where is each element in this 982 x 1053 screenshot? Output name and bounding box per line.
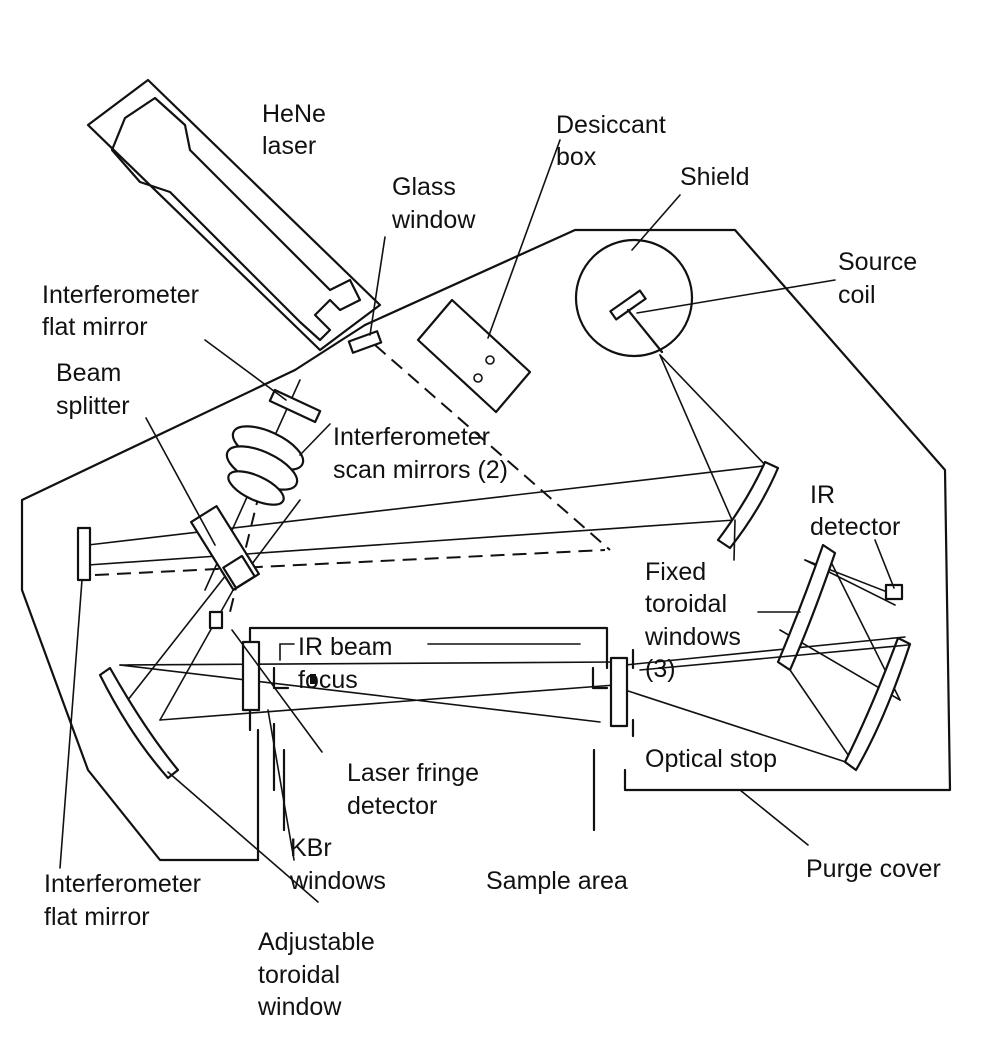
ir-beam-paths (87, 354, 906, 766)
purge-cover-outline (20, 228, 952, 862)
fixed-toroidal-mirror-3 (843, 636, 912, 772)
adjustable-toroidal-window (98, 666, 180, 780)
label-source-coil: Source coil (838, 248, 924, 309)
label-sample-area: Sample area (486, 867, 628, 895)
kbr-window-left (241, 640, 261, 712)
label-desiccant-box: Desiccant box (556, 111, 673, 171)
label-fixed-toroidal-windows: Fixed toroidal windows (3) (644, 558, 748, 683)
fixed-toroidal-mirror-2 (776, 543, 837, 672)
label-laser-fringe-detector: Laser fringe detector (347, 759, 486, 820)
label-hene-laser: HeNe laser (262, 100, 333, 160)
label-shield: Shield (680, 163, 750, 191)
purge-cover-left-joint (293, 323, 367, 372)
label-interferometer-scan-mirrors: Interferometer scan mirrors (2) (333, 423, 508, 484)
ir-detector (884, 583, 904, 601)
beam-splitter (189, 505, 261, 591)
fixed-toroidal-mirror-1 (716, 460, 780, 550)
label-interferometer-flat-mirror-bottom: Interferometer flat mirror (44, 870, 208, 931)
leader-lines (59, 139, 909, 903)
interferometer-scan-mirrors (225, 425, 305, 506)
desiccant-box (416, 298, 532, 414)
glass-window (347, 330, 383, 354)
label-glass-window: Glass window (391, 173, 476, 234)
label-ir-detector: IR detector (810, 481, 900, 541)
kbr-window-right (609, 656, 629, 728)
ir-beam-focus-point (310, 674, 316, 684)
label-optical-stop: Optical stop (645, 745, 777, 773)
label-kbr-windows: KBr windows (289, 834, 386, 895)
label-ir-beam-focus: IR beam focus (298, 633, 399, 694)
label-beam-splitter: Beam splitter (56, 359, 130, 420)
source-coil (609, 289, 664, 354)
interferometer-flat-mirror-top (268, 388, 322, 424)
label-adjustable-toroidal-window: Adjustable toroidal window (257, 928, 382, 1021)
shield (574, 238, 694, 358)
label-interferometer-flat-mirror-top: Interferometer flat mirror (42, 281, 206, 341)
hene-laser (86, 78, 382, 352)
label-purge-cover: Purge cover (806, 855, 941, 883)
interferometer-flat-mirror-left (76, 526, 92, 582)
laser-fringe-detector (208, 610, 224, 630)
